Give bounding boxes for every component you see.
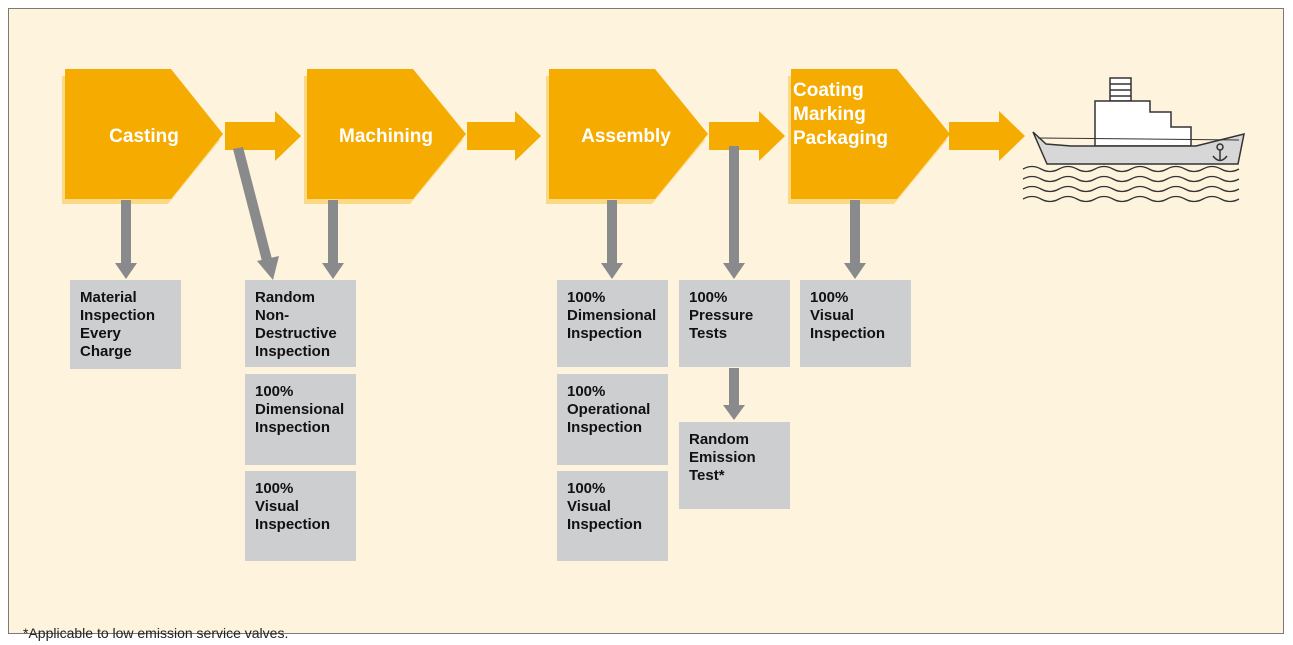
stage-casting xyxy=(62,69,223,204)
flow-arrow-3 xyxy=(709,111,785,161)
inspection-arrow-emission xyxy=(723,368,745,420)
stage-assembly xyxy=(546,69,708,204)
inspection-arrow-machining xyxy=(322,200,344,279)
inspection-arrow-pressure xyxy=(723,146,745,279)
stage-label-assembly: Assembly xyxy=(581,126,671,147)
stage-coating xyxy=(788,69,950,204)
inspection-box-visual: 100% Visual Inspection xyxy=(245,471,356,561)
diagram-panel: Casting Machining Assembly Coating Marki… xyxy=(8,8,1284,641)
inspection-arrow-assembly xyxy=(601,200,623,279)
inspection-box-dimensional: 100% Dimensional Inspection xyxy=(557,280,668,367)
footnote: *Applicable to low emission service valv… xyxy=(23,625,289,641)
inspection-box-emission: Random Emission Test* xyxy=(679,422,790,509)
inspection-box-material: Material Inspection Every Charge xyxy=(70,280,181,369)
inspection-box-visual: 100% Visual Inspection xyxy=(800,280,911,367)
flow-arrow-2 xyxy=(467,111,541,161)
inspection-arrow-random-ndt xyxy=(233,147,279,280)
inspection-arrow-casting xyxy=(115,200,137,279)
process-flow-diagram xyxy=(62,69,1245,420)
inspection-box-pressure: 100% Pressure Tests xyxy=(679,280,790,367)
inspection-box-random-ndt: Random Non- Destructive Inspection xyxy=(245,280,356,367)
inspection-arrow-coating xyxy=(844,200,866,279)
stage-label-machining: Machining xyxy=(339,126,433,147)
stage-label-coating: Coating Marking Packaging xyxy=(793,80,889,149)
inspection-box-dimensional: 100% Dimensional Inspection xyxy=(245,374,356,465)
flow-arrow-1 xyxy=(225,111,301,161)
stage-label-casting: Casting xyxy=(109,126,179,147)
inspection-box-visual: 100% Visual Inspection xyxy=(557,471,668,561)
inspection-box-operational: 100% Operational Inspection xyxy=(557,374,668,465)
ship-icon xyxy=(1022,77,1245,203)
flow-arrow-4 xyxy=(949,111,1025,161)
stage-machining xyxy=(304,69,466,204)
